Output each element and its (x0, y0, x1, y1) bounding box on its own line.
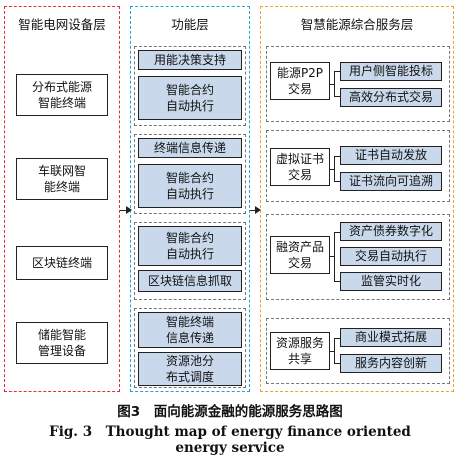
function-to-service-connector (250, 210, 258, 211)
service-item-traceability: 证书流向可追溯 (340, 172, 442, 191)
device-box-ev-terminal: 车联网智 能终端 (16, 158, 108, 200)
service-bracket-p2p (334, 71, 340, 97)
function-box-smart-contract-2: 智能合约 自动执行 (138, 164, 242, 208)
service-link-certificate (330, 169, 334, 170)
service-item-business-model: 商业模式拓展 (340, 328, 442, 347)
function-box-terminal-info-transfer: 智能终端 信息传递 (138, 312, 242, 348)
service-box-resource-sharing: 资源服务 共享 (270, 332, 330, 370)
function-to-service-arrowhead (255, 206, 261, 214)
figure-caption-english-line1: Fig. 3 Thought map of energy finance ori… (49, 424, 411, 440)
device-layer-region (4, 6, 120, 392)
service-group-finance (266, 214, 450, 300)
function-group-4 (134, 308, 246, 388)
service-bracket-finance (334, 232, 340, 282)
function-layer-header: 功能层 (171, 17, 209, 32)
service-item-auto-issuance: 证书自动发放 (340, 146, 442, 165)
service-box-virtual-certificate: 虚拟证书 交易 (270, 148, 330, 186)
energy-service-diagram: 智能电网设备层 功能层 智慧能源综合服务层 分布式能源 智能终端 车联网智 能终… (4, 6, 454, 392)
device-box-blockchain-terminal: 区块链终端 (16, 246, 108, 280)
service-group-p2p (266, 46, 450, 122)
function-group-2 (134, 134, 246, 214)
function-box-blockchain-capture: 区块链信息抓取 (138, 270, 242, 292)
service-link-p2p (330, 84, 334, 85)
service-item-realtime-supervision: 监管实时化 (340, 272, 442, 291)
service-item-asset-digitization: 资产债券数字化 (340, 222, 442, 241)
function-box-terminal-info: 终端信息传递 (138, 138, 242, 158)
service-group-sharing (266, 318, 450, 384)
figure-caption-chinese: 图3 面向能源金融的能源服务思路图 (117, 404, 343, 420)
service-item-auto-execution: 交易自动执行 (340, 247, 442, 266)
service-box-p2p-trade: 能源P2P 交易 (270, 62, 330, 100)
device-box-distributed-energy: 分布式能源 智能终端 (16, 74, 108, 116)
service-link-sharing (330, 351, 334, 352)
function-box-resource-pool-scheduling: 资源池分 布式调度 (138, 352, 242, 386)
function-box-decision-support: 用能决策支持 (138, 50, 242, 70)
service-item-service-innovation: 服务内容创新 (340, 354, 442, 373)
service-box-financial-products: 融资产品 交易 (270, 236, 330, 274)
function-box-smart-contract-3: 智能合约 自动执行 (138, 226, 242, 266)
device-to-function-arrowhead (126, 206, 132, 214)
function-group-1 (134, 46, 246, 126)
service-item-smart-bidding: 用户侧智能投标 (340, 62, 442, 81)
service-link-finance (330, 256, 334, 257)
device-box-storage-management: 储能智能 管理设备 (16, 322, 108, 364)
device-to-function-connector (120, 210, 128, 211)
service-bracket-certificate (334, 156, 340, 182)
function-layer-region (130, 6, 250, 392)
service-layer-region (260, 6, 454, 392)
function-group-3 (134, 222, 246, 300)
function-box-smart-contract-1: 智能合约 自动执行 (138, 76, 242, 120)
service-bracket-sharing (334, 338, 340, 364)
device-layer-header: 智能电网设备层 (18, 17, 106, 32)
service-group-certificate (266, 130, 450, 202)
figure-caption-english-line2: energy service (175, 440, 285, 456)
service-layer-header: 智慧能源综合服务层 (300, 17, 414, 32)
service-item-efficient-trading: 高效分布式交易 (340, 88, 442, 107)
